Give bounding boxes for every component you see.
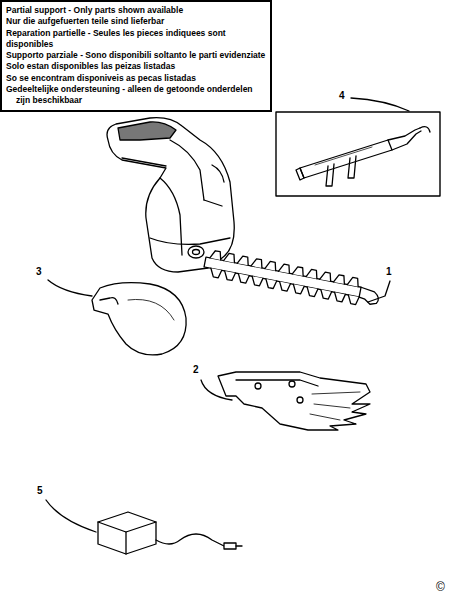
leader-line — [368, 281, 390, 302]
leader-line — [351, 98, 409, 111]
blade-cover — [92, 283, 186, 355]
charger — [98, 512, 242, 554]
callout-number: 1 — [386, 266, 392, 278]
shear-blade — [203, 249, 382, 308]
callout-number: 2 — [193, 364, 199, 376]
leader-line — [48, 280, 92, 296]
blade-tooth — [237, 274, 249, 284]
blade-tooth — [347, 277, 359, 287]
blade-tooth — [278, 282, 290, 292]
blade-tooth — [251, 276, 263, 286]
blade-tooth — [279, 263, 291, 273]
notice-line: Reparation partielle - Seules les pieces… — [6, 28, 266, 51]
shear-body — [107, 118, 234, 272]
blade-tooth — [292, 266, 304, 276]
callout-number: 5 — [37, 485, 43, 497]
blade-tooth — [251, 258, 263, 268]
copyright-mark: © — [436, 581, 445, 593]
blade-tooth — [237, 255, 249, 265]
leader-line — [201, 380, 232, 400]
notice-line: Supporto parziale - Sono disponibili sol… — [6, 50, 266, 61]
blade-tooth — [209, 268, 221, 278]
grass-blade — [218, 372, 370, 430]
notice-line: Nur die aufgefuerten teile sind lieferba… — [6, 16, 266, 27]
notice-box: Partial support - Only parts shown avail… — [0, 0, 272, 112]
callout-number: 3 — [36, 266, 42, 278]
blade-tooth — [334, 274, 346, 284]
leader-line — [46, 500, 96, 532]
blade-tooth — [347, 295, 359, 305]
blade-tooth — [306, 287, 318, 297]
blade-tooth — [223, 271, 235, 281]
blade-tooth — [224, 253, 236, 263]
blade-tooth — [319, 290, 331, 300]
notice-line: So se encontram disponiveis as pecas lis… — [6, 73, 266, 84]
blade-tooth — [264, 279, 276, 289]
notice-line: Partial support - Only parts shown avail… — [6, 5, 266, 16]
callout-number: 4 — [339, 90, 345, 102]
notice-line: Solo estan disponibles las peizas listad… — [6, 61, 266, 72]
blade-tooth — [306, 269, 318, 279]
notice-line: Gedeeltelijke ondersteuning - alleen de … — [6, 84, 266, 107]
blade-tooth — [320, 271, 332, 281]
blade-tooth — [292, 284, 304, 294]
blade-tooth — [333, 292, 345, 302]
oil-bottle-box — [276, 112, 440, 196]
blade-tooth — [210, 250, 222, 260]
blade-tooth — [265, 261, 277, 271]
